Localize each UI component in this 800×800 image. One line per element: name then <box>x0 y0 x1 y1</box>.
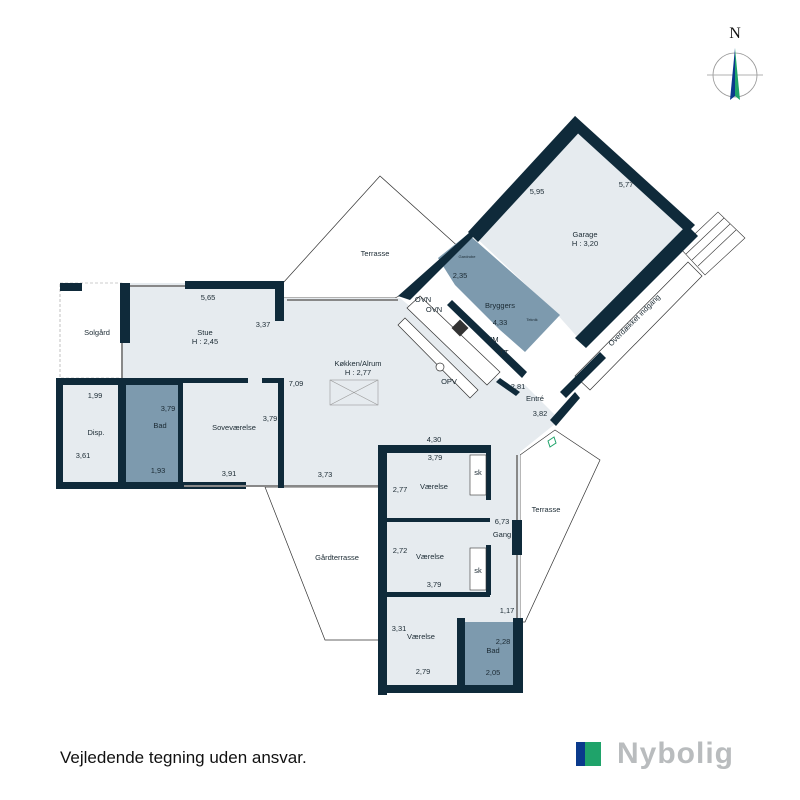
room-terrasse: Terrasse <box>361 249 390 258</box>
dim: 3,79 <box>427 580 442 589</box>
fixture-opv: OPV <box>441 377 457 386</box>
room-vaerelse-2: Værelse <box>416 552 444 561</box>
closets <box>469 454 487 591</box>
dim: 3,79 <box>161 404 176 413</box>
overdaekket-indgang <box>574 261 703 391</box>
dim: 2,79 <box>416 667 431 676</box>
room-garage: Garage <box>572 230 597 239</box>
dim: 3,79 <box>428 453 443 462</box>
dim: 5,77 <box>619 180 634 189</box>
room-vaerelse-3: Værelse <box>407 632 435 641</box>
room-vaerelse-1: Værelse <box>420 482 448 491</box>
logo-blue-block <box>576 742 585 766</box>
fixture-ovn: OVN <box>426 305 442 314</box>
dim: 5,65 <box>201 293 216 302</box>
disclaimer: Vejledende tegning uden ansvar. <box>60 748 307 767</box>
fixture-gardrobe: Gardrobe <box>459 254 477 259</box>
garage-height: H : 3,20 <box>572 239 598 248</box>
dim: 1,93 <box>151 466 166 475</box>
dim: 3,91 <box>222 469 237 478</box>
dim: 3,61 <box>76 451 91 460</box>
room-stue: Stue <box>197 328 212 337</box>
nybolig-logo: Nybolig <box>576 737 734 771</box>
dim: 2,28 <box>496 637 511 646</box>
dim: 3,79 <box>263 414 278 423</box>
fixture-vm: VM <box>487 335 498 344</box>
walls <box>56 116 698 695</box>
dim: 2,77 <box>393 485 408 494</box>
room-bad-2: Bad <box>486 646 499 655</box>
terrasse-top-outline <box>282 175 463 299</box>
room-terrasse-right: Terrasse <box>532 505 561 514</box>
room-gang: Gang <box>493 530 511 539</box>
room-bad: Bad <box>153 421 166 430</box>
logo-green-block <box>585 742 601 766</box>
solgaard-area <box>59 282 123 379</box>
dim: 3,31 <box>392 624 407 633</box>
dim: 2,35 <box>453 271 468 280</box>
logo-text: Nybolig <box>617 737 734 770</box>
cooktop-icon <box>451 319 469 337</box>
closet-sk: sk <box>474 566 482 575</box>
dim: 1,17 <box>500 606 515 615</box>
room-koekken: Køkken/Alrum <box>334 359 381 368</box>
closet-sk: sk <box>474 468 482 477</box>
room-bryggers: Bryggers <box>485 301 515 310</box>
kitchen-island <box>397 295 501 399</box>
dim: 1,99 <box>88 391 103 400</box>
fixture-teknik: Teknik <box>526 317 537 322</box>
wet-rooms <box>122 234 560 690</box>
dim: 2,05 <box>486 668 501 677</box>
dim: 4,30 <box>427 435 442 444</box>
room-entre: Entré <box>526 394 544 403</box>
entrance-marker-icon <box>547 436 557 448</box>
dim: 5,95 <box>530 187 545 196</box>
dim: 3,82 <box>533 409 548 418</box>
skylight-icon <box>329 379 379 406</box>
room-disp: Disp. <box>87 428 104 437</box>
fixture-tt: TT <box>499 348 509 357</box>
dim: 3,37 <box>256 320 271 329</box>
compass-icon: N <box>707 25 763 100</box>
koekken-height: H : 2,77 <box>345 368 371 377</box>
terrasse-right-outline <box>519 429 601 623</box>
stue-height: H : 2,45 <box>192 337 218 346</box>
stairs-icon <box>679 211 746 276</box>
gaardterrasse-outline <box>264 486 381 641</box>
dim: 3,73 <box>318 470 333 479</box>
room-sovevaerelse: Soveværelse <box>212 423 256 432</box>
dim: 2,72 <box>393 546 408 555</box>
dim: 2,81 <box>511 382 526 391</box>
room-solgaard: Solgård <box>84 328 110 337</box>
dim: 6,73 <box>495 517 510 526</box>
room-gaardterrasse: Gårdterrasse <box>315 553 359 562</box>
fixture-ovn: OVN <box>415 295 431 304</box>
windows <box>121 285 518 618</box>
dim: 4,33 <box>493 318 508 327</box>
north-label: N <box>729 25 741 42</box>
dim: 7,09 <box>289 379 304 388</box>
